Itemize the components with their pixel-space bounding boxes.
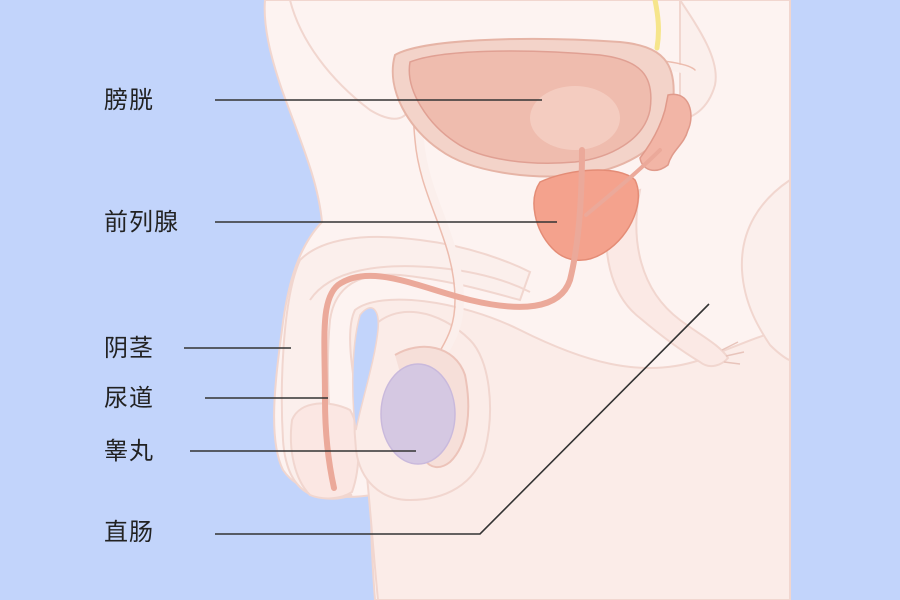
leader-line-rectum xyxy=(215,303,710,535)
label-penis: 阴茎 xyxy=(104,334,154,362)
seminal-vesicle xyxy=(639,93,692,172)
label-urethra: 尿道 xyxy=(104,384,154,412)
crotch-gap xyxy=(351,307,380,431)
penis-inner-contour xyxy=(309,265,531,301)
label-bladder: 膀胱 xyxy=(104,86,154,114)
abdomen-contour xyxy=(289,0,411,120)
urethra-line xyxy=(321,147,585,491)
buttock-contour xyxy=(740,178,791,362)
testis-shape xyxy=(380,363,456,465)
label-prostate: 前列腺 xyxy=(104,208,179,236)
ejaculatory-duct xyxy=(584,148,662,217)
anus-detail xyxy=(721,341,745,365)
nerve-line xyxy=(652,0,661,51)
bladder-highlight xyxy=(530,86,620,150)
label-testis: 睾丸 xyxy=(104,437,154,465)
label-rectum: 直肠 xyxy=(104,518,154,546)
